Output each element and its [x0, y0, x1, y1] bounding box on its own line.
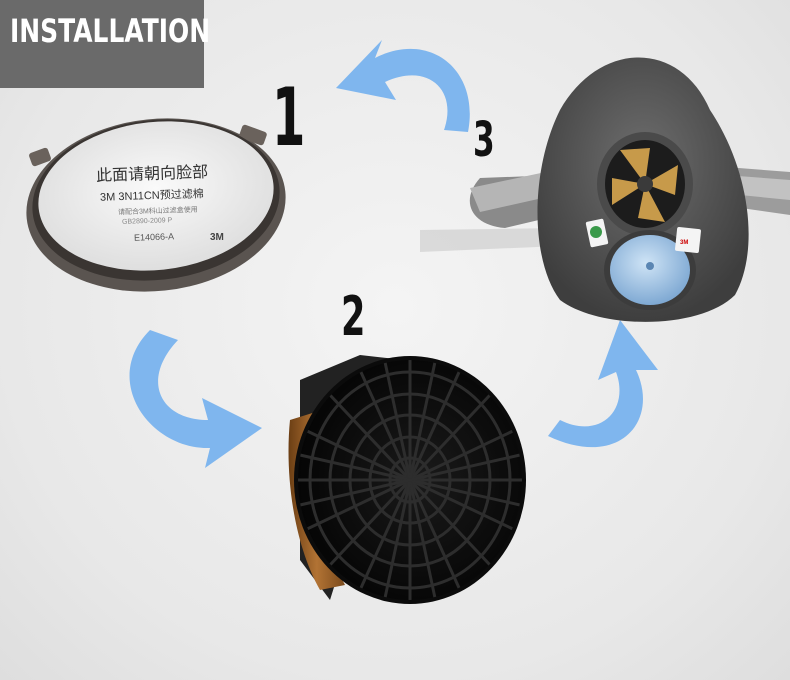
- pad-brand: 3M: [210, 232, 224, 243]
- pad-face-instruction: 此面请朝向脸部: [95, 162, 209, 185]
- exhalation-valve: [612, 148, 678, 222]
- step-number-1: 1: [272, 71, 306, 164]
- filter-cartridge: [288, 355, 526, 604]
- curved-arrow-icon: [336, 40, 470, 132]
- banner-title: INSTALLATION: [10, 12, 211, 50]
- pad-code: E14066-A: [133, 231, 175, 243]
- curved-arrow-icon: [548, 320, 658, 448]
- cartridge-grid: [298, 360, 522, 600]
- half-mask: [420, 57, 790, 322]
- prefilter-pad: [26, 118, 286, 292]
- installation-banner: INSTALLATION: [0, 0, 210, 88]
- step-number-3: 3: [473, 112, 495, 168]
- mask-brand-label: 3M: [680, 240, 689, 246]
- step-number-2: 2: [341, 285, 366, 348]
- curved-arrow-icon: [129, 330, 262, 468]
